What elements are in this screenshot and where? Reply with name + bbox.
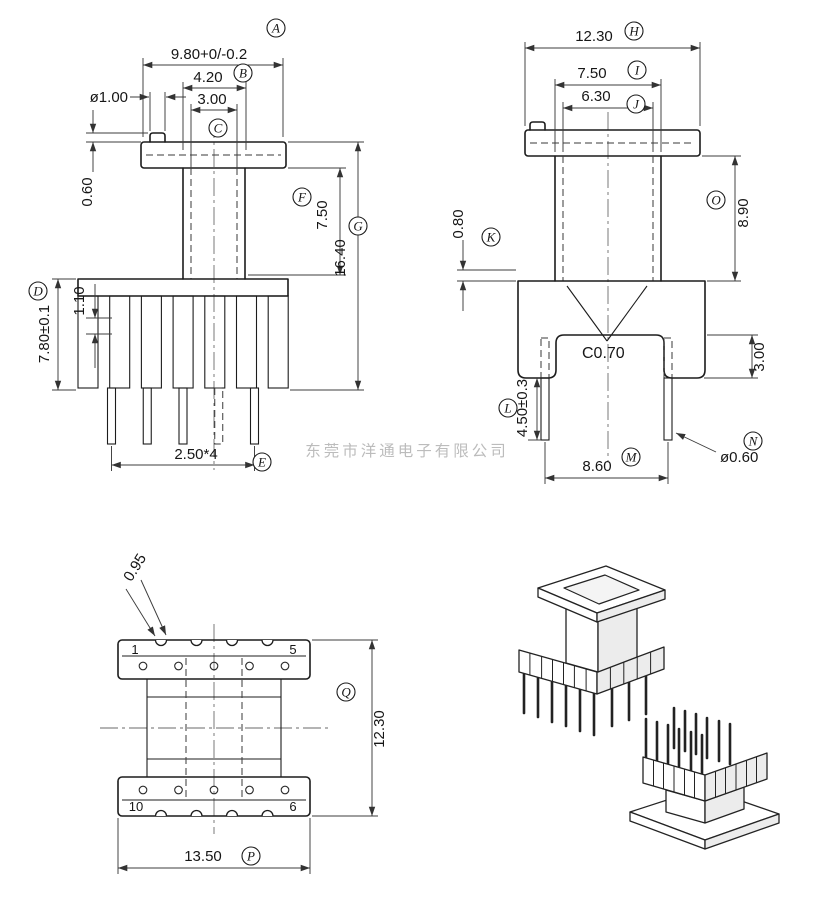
dim-b-value: 4.20 bbox=[193, 69, 222, 86]
svg-text:E: E bbox=[257, 455, 266, 470]
svg-text:B: B bbox=[239, 66, 247, 81]
balloon-a: A bbox=[266, 18, 286, 38]
iso1-comb bbox=[529, 652, 652, 691]
svg-text:N: N bbox=[748, 434, 759, 449]
chamfer-note: C0.70 bbox=[582, 345, 625, 362]
svg-text:J: J bbox=[633, 97, 640, 112]
svg-text:Q: Q bbox=[341, 685, 351, 700]
balloon-j: J bbox=[626, 94, 646, 114]
dim-slot-value: 1.10 bbox=[71, 286, 88, 315]
top-view: 1 5 10 6 0.95 12.30 Q 13.50 P bbox=[100, 551, 388, 874]
dim-side-row-pitch: 8.60 M bbox=[544, 442, 669, 484]
dim-front-core-outer: 4.20 B bbox=[182, 63, 253, 150]
balloon-i: I bbox=[627, 60, 647, 80]
svg-text:M: M bbox=[625, 450, 638, 465]
balloon-e: E bbox=[252, 452, 272, 472]
dim-q-value: 12.30 bbox=[371, 710, 388, 748]
balloon-d: D bbox=[28, 281, 48, 301]
dim-side-height: 8.90 O bbox=[702, 155, 752, 282]
balloon-f: F bbox=[292, 187, 312, 207]
dim-m-value: 8.60 bbox=[582, 458, 611, 475]
dim-front-header-height: 7.80±0.1 D bbox=[28, 278, 76, 391]
dim-top-depth: 12.30 Q bbox=[312, 639, 388, 817]
balloon-h: H bbox=[624, 21, 644, 41]
balloon-n: N bbox=[743, 431, 763, 451]
dim-side-overall-width: 12.30 H bbox=[524, 21, 701, 126]
balloon-o: O bbox=[706, 190, 726, 210]
dim-front-core-inner: 3.00 C bbox=[190, 91, 238, 172]
svg-text:D: D bbox=[32, 284, 43, 299]
dim-j-value: 6.30 bbox=[581, 88, 610, 105]
dim-front-total-height: G 16.40 bbox=[288, 141, 368, 391]
balloon-p: P bbox=[241, 846, 261, 866]
svg-text:O: O bbox=[711, 193, 721, 208]
dim-side-pin-length: 4.50±0.3 L bbox=[498, 378, 541, 441]
iso2-pins bbox=[644, 706, 732, 777]
dim-front-slot: 1.10 bbox=[71, 284, 112, 368]
dim-front-pin-pitch: 2.50*4 E bbox=[111, 446, 272, 472]
dim-k-value: 0.80 bbox=[450, 209, 467, 238]
pin-number-10: 10 bbox=[129, 799, 143, 814]
dim-side-core-outer: 7.50 I bbox=[554, 60, 662, 152]
iso-view-2 bbox=[629, 706, 780, 850]
dim-notch-value: 0.95 bbox=[120, 551, 150, 585]
svg-text:K: K bbox=[486, 230, 497, 245]
dim-d-value: 7.80±0.1 bbox=[36, 305, 53, 363]
dim-l-value: 4.50±0.3 bbox=[514, 379, 531, 437]
dim-front-boss-dia: ø1.00 bbox=[90, 89, 186, 131]
dim-top-width: 13.50 P bbox=[117, 818, 311, 874]
dim-top-notch: 0.95 bbox=[120, 551, 167, 637]
side-view: 12.30 H 7.50 I 6.30 J bbox=[450, 21, 768, 484]
dim-front-overall-width: 9.80+0/-0.2 A bbox=[142, 18, 286, 137]
iso-view-1 bbox=[518, 565, 666, 737]
dim-boss-height-value: 0.60 bbox=[79, 177, 96, 206]
svg-text:P: P bbox=[246, 849, 255, 864]
dim-side-pin-dia: ø0.60 N bbox=[675, 431, 763, 466]
iso2-comb bbox=[653, 756, 757, 798]
svg-text:F: F bbox=[297, 190, 307, 205]
dim-c-value: 3.00 bbox=[197, 91, 226, 108]
svg-text:L: L bbox=[503, 401, 511, 416]
pin-number-5: 5 bbox=[289, 642, 296, 657]
svg-text:I: I bbox=[634, 63, 640, 78]
dim-front-boss-height: 0.60 bbox=[79, 110, 148, 207]
dim-f-value: 7.50 bbox=[314, 200, 331, 229]
dim-h-value: 12.30 bbox=[575, 28, 613, 45]
dim-boss-dia-value: ø1.00 bbox=[90, 89, 128, 106]
watermark-text: 东莞市洋通电子有限公司 bbox=[305, 442, 509, 460]
balloon-m: M bbox=[621, 447, 641, 467]
dim-i-value: 7.50 bbox=[577, 65, 606, 82]
svg-text:A: A bbox=[271, 21, 280, 36]
balloon-c: C bbox=[208, 118, 228, 138]
dim-side-wall: 0.80 K bbox=[450, 209, 516, 311]
dim-n-value: ø0.60 bbox=[720, 449, 758, 466]
svg-text:H: H bbox=[628, 24, 639, 39]
dim-front-winding-height: 7.50 F bbox=[248, 167, 346, 276]
balloon-g: G bbox=[348, 216, 368, 236]
front-view: 9.80+0/-0.2 A 4.20 B 3.00 C bbox=[28, 18, 368, 472]
dim-leg-value: 3.00 bbox=[751, 342, 768, 371]
dim-side-leg: 3.00 bbox=[704, 334, 768, 379]
svg-text:G: G bbox=[353, 219, 363, 234]
svg-text:C: C bbox=[214, 121, 223, 136]
pin-number-6: 6 bbox=[289, 799, 296, 814]
balloon-k: K bbox=[481, 227, 501, 247]
balloon-q: Q bbox=[336, 682, 356, 702]
dim-a-value: 9.80+0/-0.2 bbox=[171, 46, 247, 63]
dim-e-value: 2.50*4 bbox=[174, 446, 217, 463]
dim-o-value: 8.90 bbox=[735, 198, 752, 227]
balloon-b: B bbox=[233, 63, 253, 83]
dim-p-value: 13.50 bbox=[184, 848, 222, 865]
dim-g-value: 16.40 bbox=[332, 239, 349, 277]
pin-number-1: 1 bbox=[131, 642, 138, 657]
balloon-l: L bbox=[498, 398, 518, 418]
dim-side-core-inner: 6.30 J bbox=[562, 88, 654, 152]
